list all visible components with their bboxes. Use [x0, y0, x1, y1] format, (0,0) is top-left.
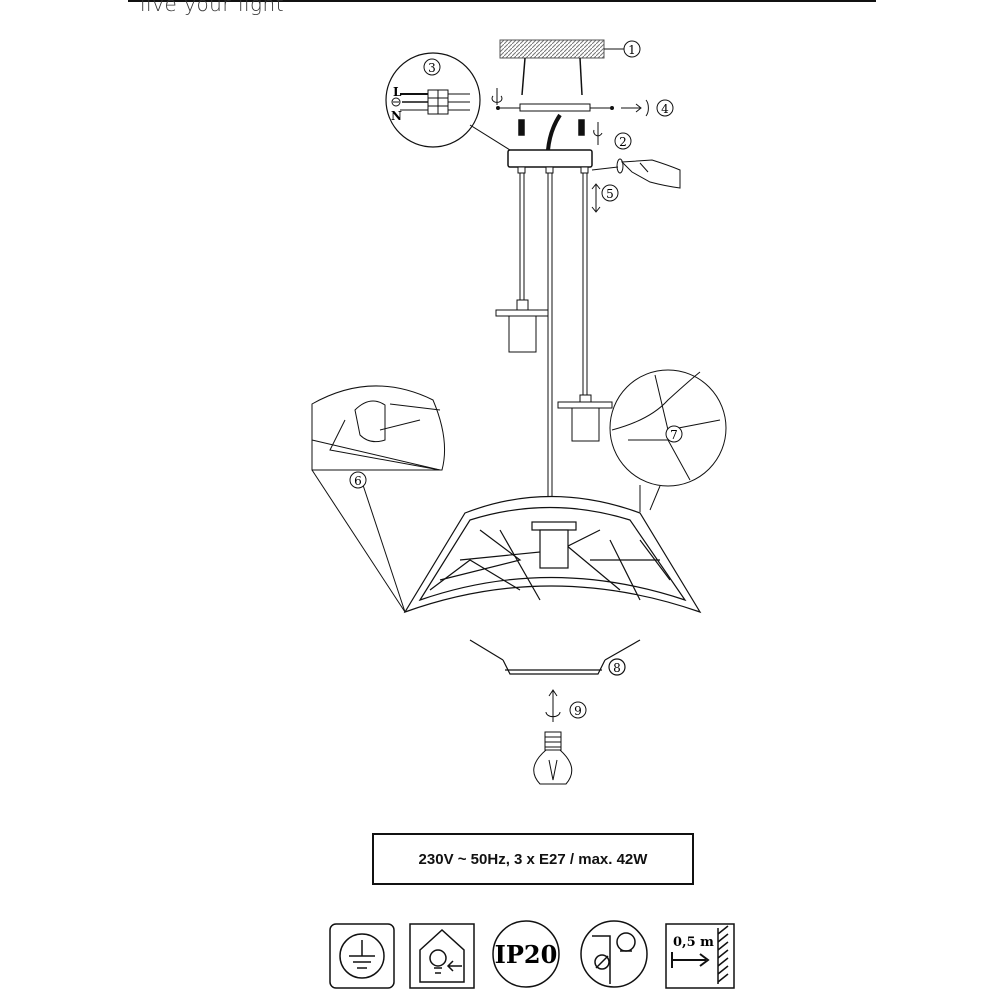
callout-8: 8 — [613, 661, 621, 675]
min-distance-icon — [665, 923, 735, 989]
wire-label-l: L — [393, 85, 402, 99]
lamp-holder-left — [495, 299, 549, 353]
callout-6: 6 — [354, 474, 362, 488]
lamp-holder-right — [557, 394, 613, 442]
brand-tagline: live your light — [140, 0, 285, 16]
no-halogen-bulb-icon — [580, 920, 648, 988]
detail-6 — [311, 385, 446, 613]
callout-9: 9 — [574, 704, 582, 718]
bulb — [533, 689, 587, 785]
ceiling-screws — [518, 57, 585, 136]
callout-4: 4 — [661, 102, 669, 116]
callout-2: 2 — [619, 135, 627, 149]
callout-5: 5 — [606, 187, 614, 201]
callout-7: 7 — [670, 428, 678, 442]
wiring-detail — [385, 52, 511, 151]
electrical-spec-text: 230V ~ 50Hz, 3 x E27 / max. 42W — [418, 850, 648, 868]
symbol-ip20 — [492, 920, 560, 988]
symbol-indoor-use — [409, 923, 475, 989]
callout-3: 3 — [428, 61, 436, 75]
canopy: 2 — [507, 122, 632, 168]
callout-1: 1 — [628, 43, 636, 57]
min-distance-label: 0,5 m — [673, 935, 714, 950]
wire-label-n: N — [391, 109, 402, 123]
electrical-spec-box: 230V ~ 50Hz, 3 x E27 / max. 42W — [372, 833, 694, 885]
ip20-icon: IP20 — [495, 940, 558, 969]
header-rule — [128, 0, 876, 2]
lampshade — [403, 495, 702, 676]
mounting-bracket: 4 — [491, 88, 674, 117]
symbol-protective-earth — [329, 923, 395, 989]
ceiling: 1 — [499, 39, 641, 59]
detail-7 — [609, 369, 727, 512]
suspension-wires — [517, 166, 619, 525]
hand-adjust — [591, 158, 681, 189]
